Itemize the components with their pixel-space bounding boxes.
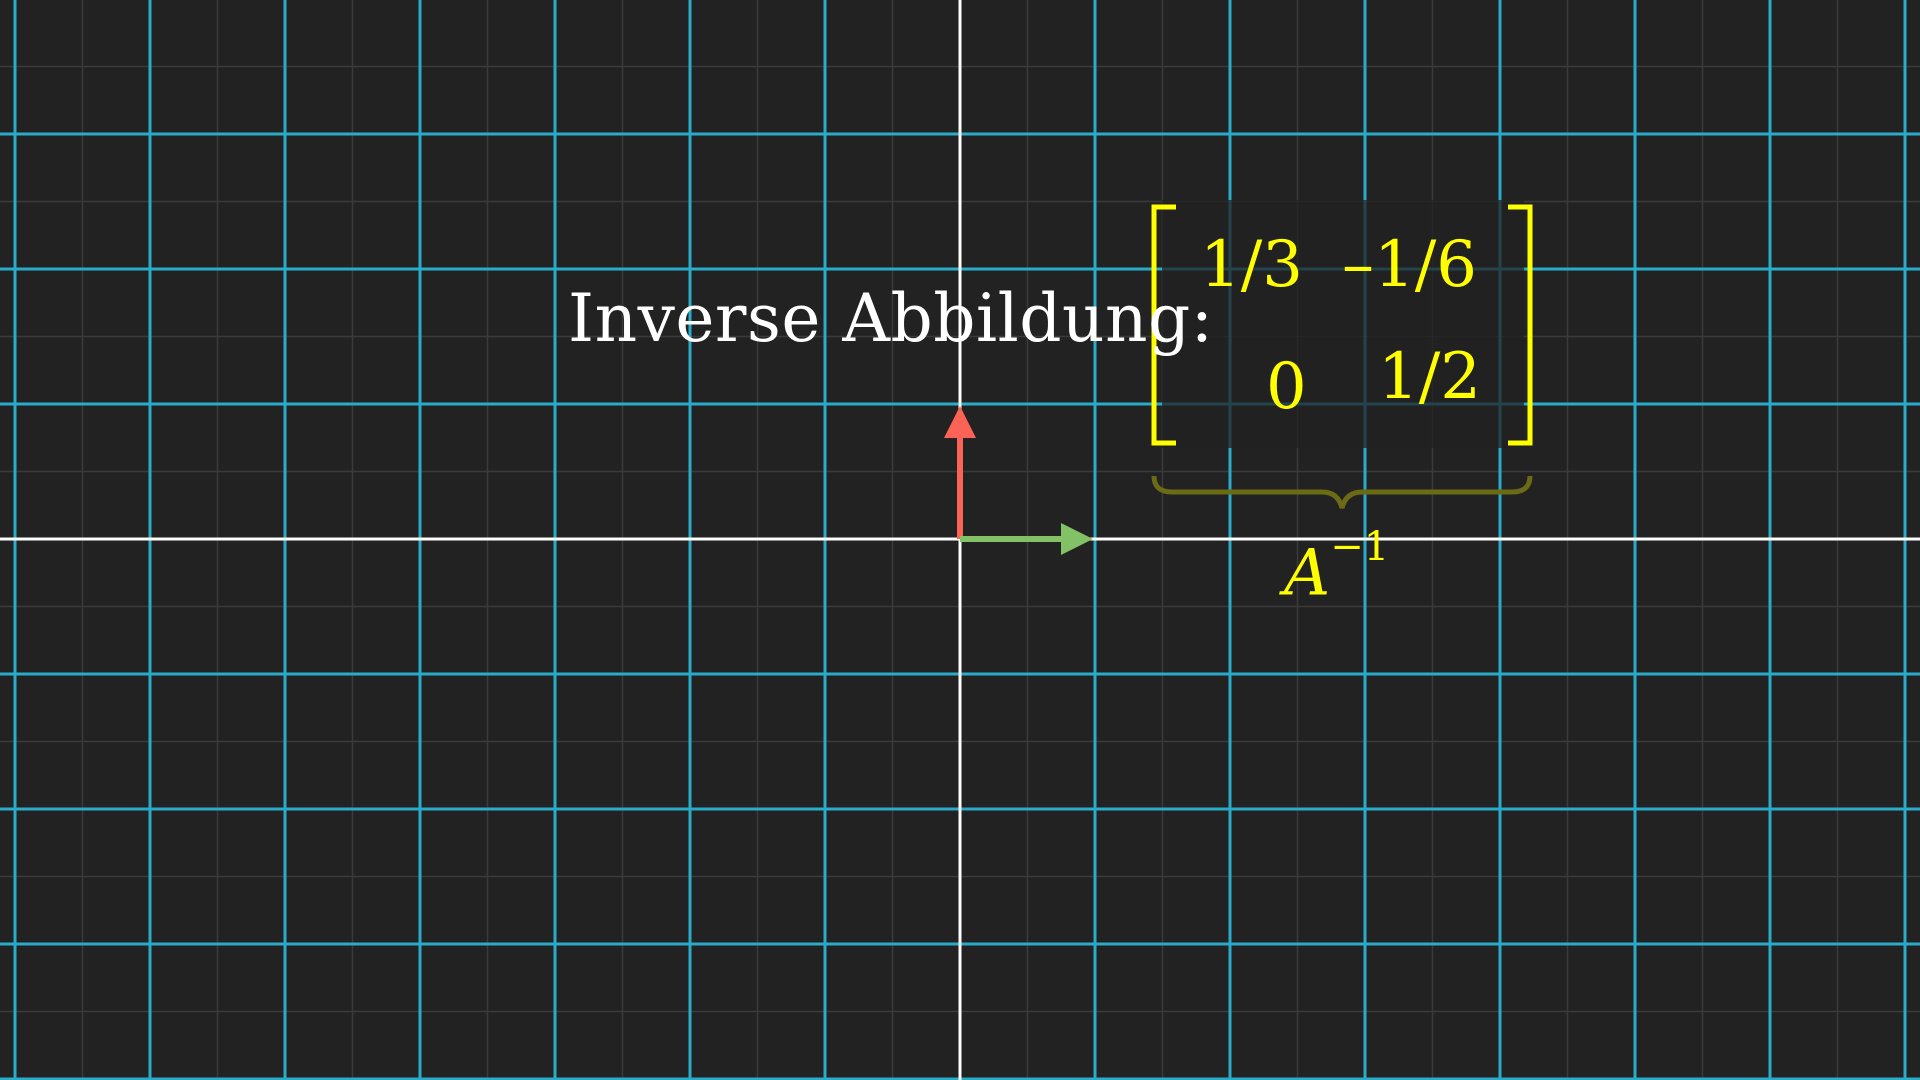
inverse-mapping-title: Inverse Abbildung: bbox=[568, 280, 1214, 357]
matrix-entry-r2c2: 1/2 bbox=[1378, 340, 1481, 414]
matrix-entry-r2c1: 0 bbox=[1266, 350, 1307, 424]
matrix-underbrace bbox=[1151, 475, 1533, 509]
matrix-backdrop bbox=[1162, 200, 1524, 448]
basis-vector-j bbox=[944, 406, 976, 539]
i-hat-arrowhead bbox=[1061, 523, 1093, 555]
inverse-matrix-label: A−1 bbox=[1284, 524, 1389, 611]
matrix-entry-r1c1: 1/3 bbox=[1200, 228, 1303, 302]
j-hat-arrowhead bbox=[944, 406, 976, 438]
basis-vector-i bbox=[960, 523, 1093, 555]
matrix-left-bracket bbox=[1151, 204, 1176, 446]
inverse-exponent: −1 bbox=[1330, 524, 1390, 570]
matrix-symbol: A bbox=[1284, 536, 1331, 611]
matrix-entry-r1c2: –1/6 bbox=[1342, 228, 1477, 302]
matrix-right-bracket bbox=[1508, 204, 1533, 446]
